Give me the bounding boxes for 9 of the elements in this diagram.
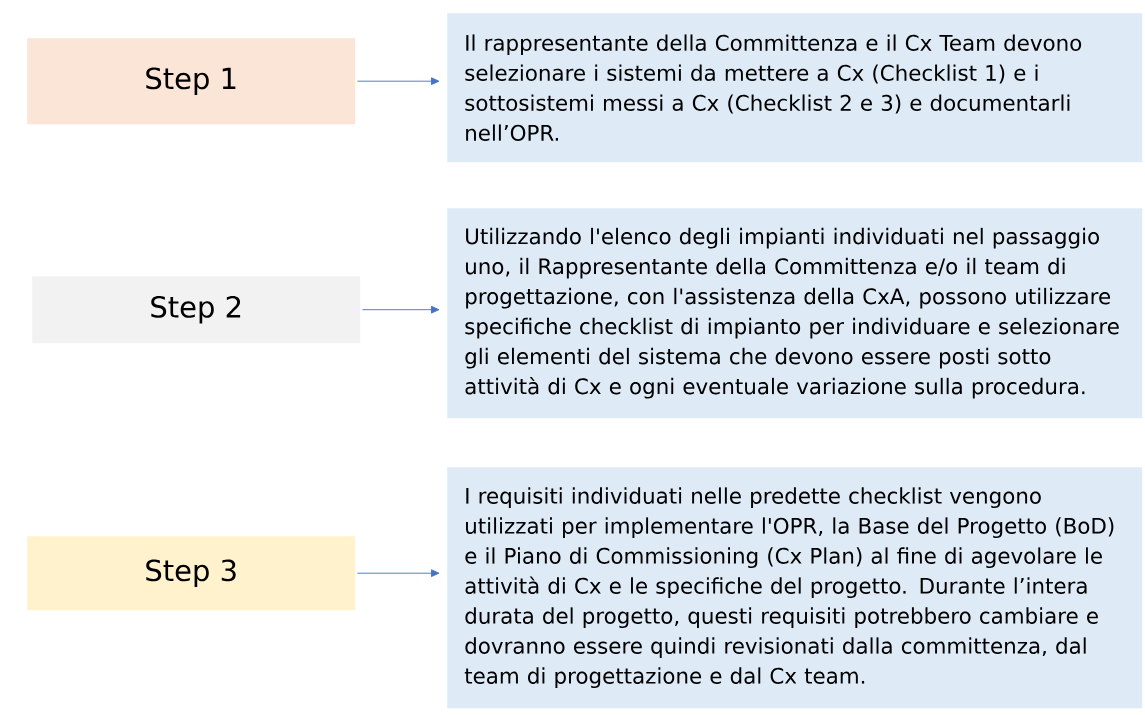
step-box: Step 1 [27, 38, 356, 125]
description-box: Il rappresentante della Committenza e il Cx Team devono selezionare i sistemi da mettere a Cx (Checklist 1) e i sottosistemi messi a Cx (Checklist 2 e 3) e documentarli nell’OPR. [447, 13, 1143, 163]
description-box: Utilizzando l'elenco degli impianti individuati nel passaggio uno, il Rappresentante della Committenza e/o il team di progettazione, con l'assistenza della CxA, possono utilizzare specifiche checklist di impianto per individuare e selezionare gli elementi del sistema che devono essere posti sotto attività di Cx e ogni eventuale variazione sulla procedura. [447, 208, 1143, 419]
arrow [361, 305, 440, 314]
arrow [356, 569, 440, 578]
description-box: I requisiti individuati nelle predette checklist vengono utilizzati per implementare l'OPR, la Base del Progetto (BoD) e il Piano di Commissioning (Cx Plan) al fine di agevolare le attività di Cx e le specifiche del progetto. Durante l’intera durata del progetto, questi requisiti potrebbero cambiare e dovranno essere quindi revisionati dalla committenza, dal team di progettazione e dal Cx team. [447, 467, 1143, 709]
step-box: Step 3 [27, 536, 356, 611]
arrow [356, 77, 440, 86]
step-box: Step 2 [32, 276, 361, 344]
